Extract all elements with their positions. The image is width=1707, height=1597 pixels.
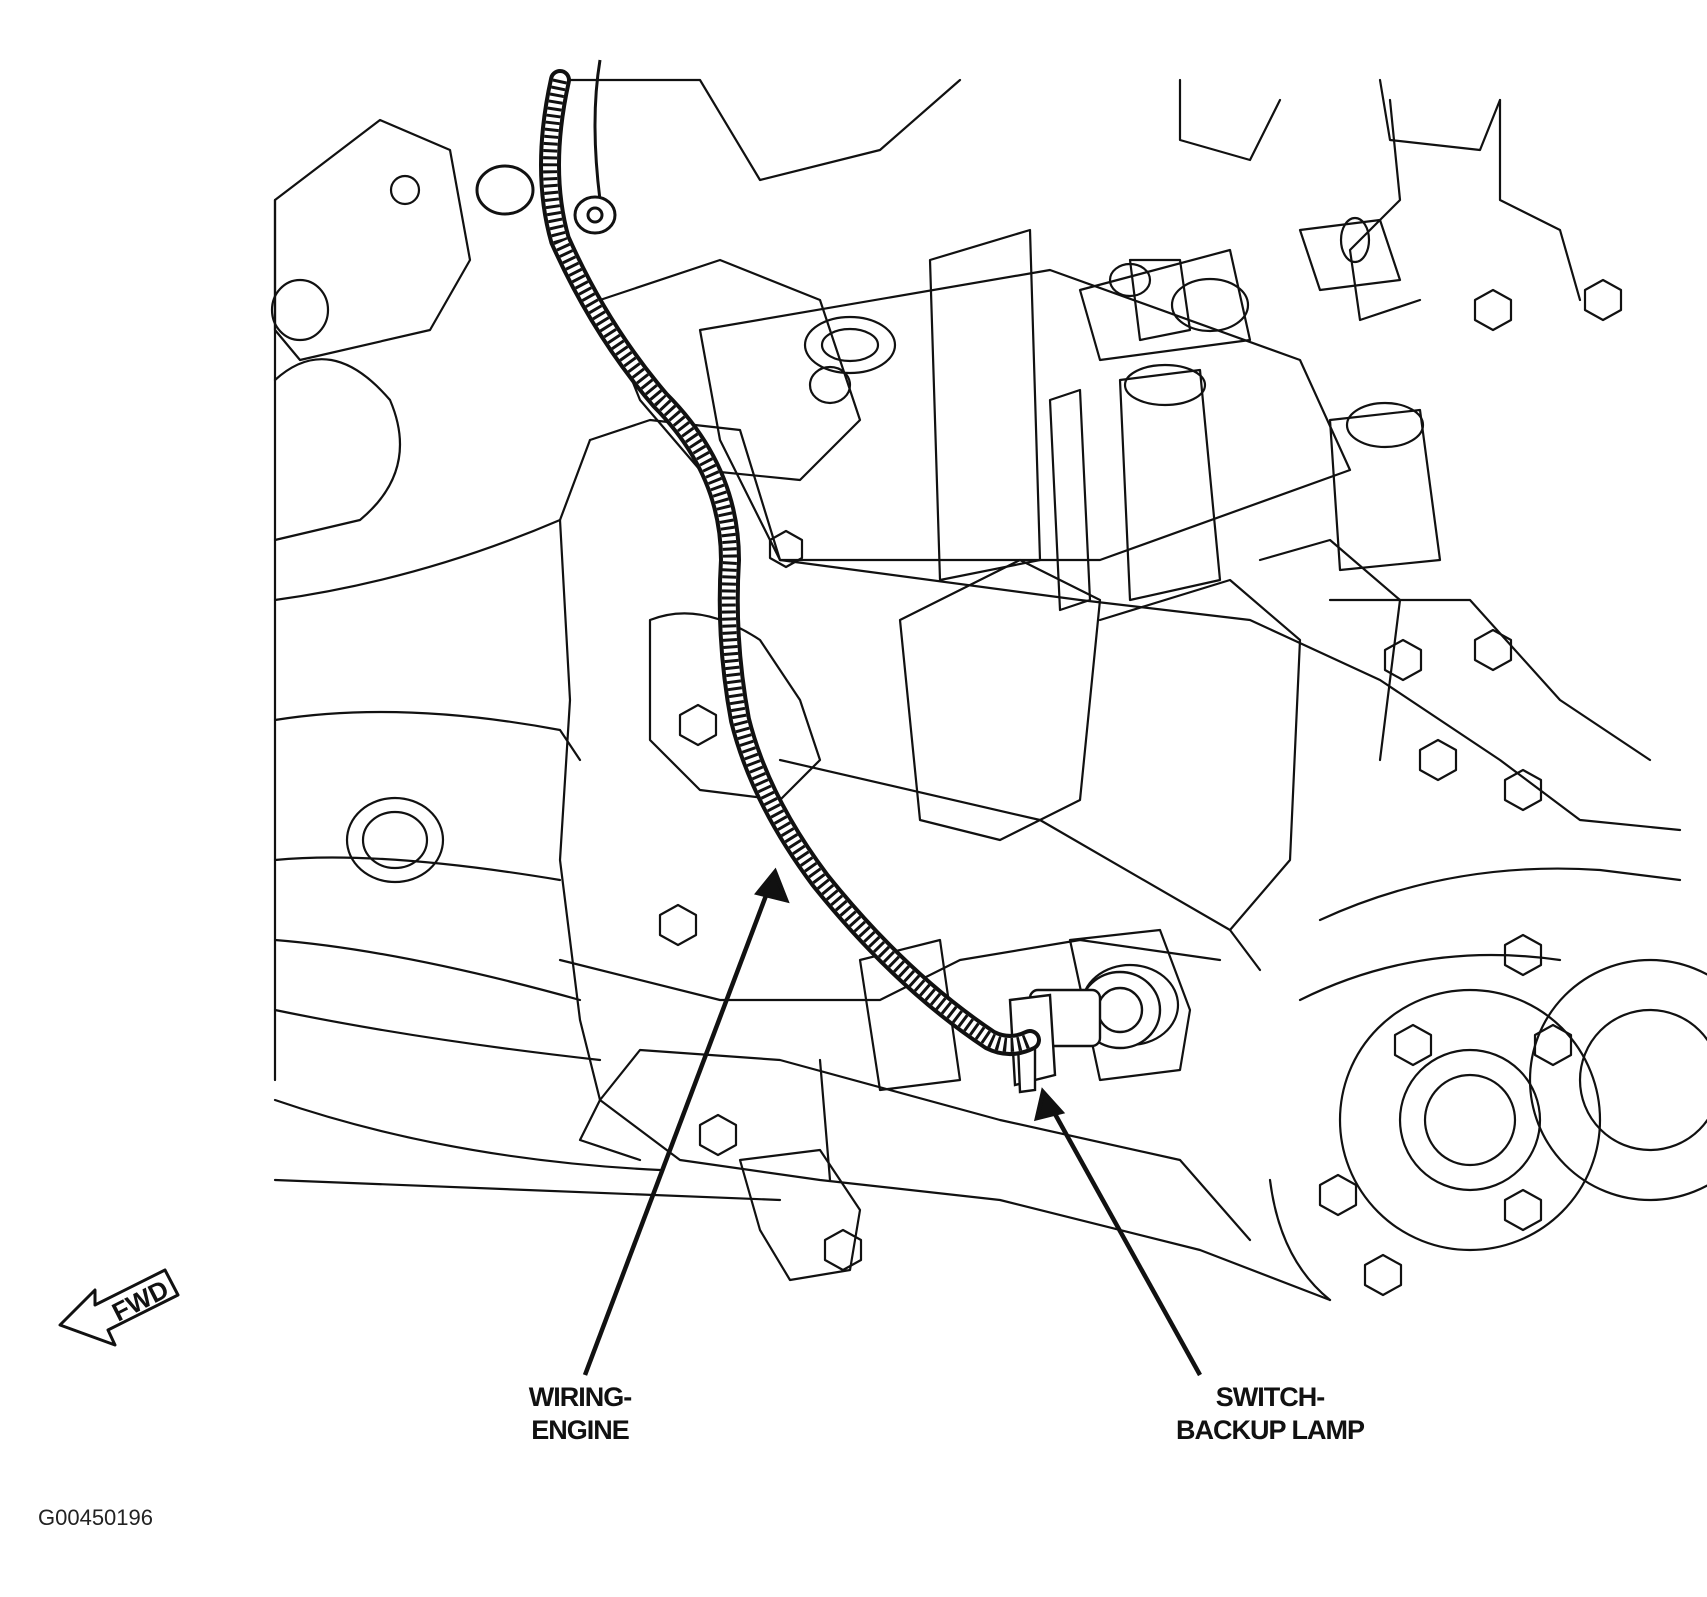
label-switch-backup-lamp: SWITCH- BACKUP LAMP	[1175, 1382, 1365, 1445]
wiring-engine-leader	[582, 884, 773, 1376]
engine-wiring-harness	[475, 59, 1041, 1056]
leader-arrows	[582, 867, 1202, 1377]
forward-direction-arrow: FWD	[58, 1268, 180, 1347]
label-wiring-engine: WIRING- ENGINE	[528, 1382, 632, 1445]
transmission-drawing	[270, 78, 1707, 1302]
backup-lamp-switch	[1008, 970, 1162, 1094]
bolt-cluster	[658, 278, 1623, 1297]
switch-backup-lamp-arrowhead	[1033, 1087, 1066, 1122]
switch-backup-lamp-leader	[1048, 1103, 1202, 1377]
figure-id: G00450196	[38, 1505, 153, 1530]
wiring-engine-arrowhead	[754, 867, 790, 904]
